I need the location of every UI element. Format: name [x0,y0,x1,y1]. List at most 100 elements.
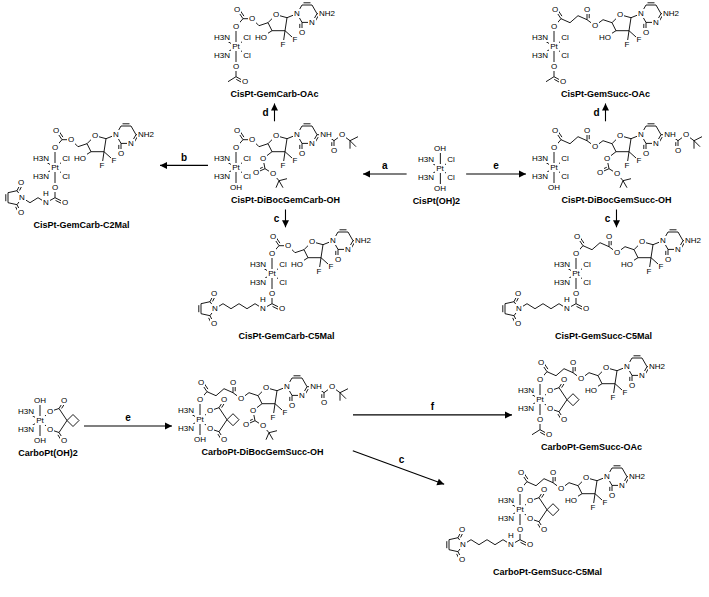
bond-line [302,378,307,387]
atom-label: O [328,382,336,391]
atom-label: F [624,40,631,49]
atom-label: Cl [242,172,252,181]
atom-label: Pt [515,505,525,514]
atom-label: HO [73,154,87,163]
bond-line [570,16,578,23]
bond-line [505,304,506,314]
atom-label: O [248,135,256,144]
bond-line [646,5,656,6]
compound: OOOOH3NClPtH3NClOHOOOOFFNNONHOOCisPt-DiB… [529,124,704,206]
bond-line [633,356,640,357]
bond-line [629,18,631,31]
atom-label: O [334,255,342,264]
atom-label: O [546,386,554,395]
bond-line [231,304,239,309]
bond-line [293,376,300,377]
atom-label: Cl [61,172,71,181]
atom-label: H3N [32,154,50,163]
atom-label: O [549,468,557,477]
bond-line [651,245,653,258]
atom-label: O [229,378,237,387]
reaction-arrow [160,162,208,169]
bond-line [693,141,694,149]
atom-label: H3N [249,260,267,269]
atom-label: F [646,267,653,276]
reaction-arrow [602,103,609,121]
compound: OOOH3NClPtH3NClOHOOOOFFNNONHOOCisPt-DiBo… [211,124,360,206]
bond-line [539,498,547,510]
bond-line [647,3,654,4]
bond-line [656,5,661,14]
atom-label: N [18,193,26,202]
bond-line [583,246,592,250]
atom-label: O [233,5,241,14]
bond-line [612,468,622,469]
bond-line [249,393,258,396]
atom-label: O [517,468,525,477]
atom-label: O [569,358,577,367]
atom-label: Pt [231,163,241,172]
bond-line [258,396,262,404]
atom-label: O [197,378,205,387]
bond-line [495,540,503,545]
atom-label: O [232,62,240,71]
bond-line [295,250,304,253]
bond-line [642,358,647,367]
atom-label: O [550,143,558,152]
atom-label: O [269,169,277,178]
atom-label: OH [433,144,447,153]
bond-line [616,151,629,152]
bond-line [131,126,136,135]
arrow-head [271,103,278,110]
atom-label: O [540,485,548,494]
bond-line [285,18,287,31]
bond-line [207,392,216,396]
bond-line [668,232,678,233]
atom-label: O [220,435,228,444]
atom-label: F [270,413,277,422]
atom-label: O [233,126,241,135]
atom-label: N [459,540,467,549]
step-letter: c [398,454,406,465]
atom-label: N [344,245,352,254]
compound: OOOOH3NPtH3NOOOOOOOHOFFNNONH2CarboPt-Gem… [515,356,668,453]
compound-name: CarboPt-DiBocGemSucc-OH [175,447,350,458]
atom-label: H3N [497,514,515,523]
bond-line [292,378,302,379]
atom-label: N [112,130,120,139]
atom-label: N [293,130,301,139]
compound: OHH3NClPtH3NClOHCisPt(OH)2 [410,142,464,207]
compound-name: CarboPt(OH)2 [15,448,81,459]
step-letter: a [381,160,389,171]
arrow-head [160,162,167,169]
atom-label: Cl [560,172,570,181]
atom-label: O [613,169,621,178]
atom-label: Pt [535,395,545,404]
atom-label: O [638,237,646,246]
atom-label: O [628,381,636,390]
reaction-arrow [353,451,444,486]
compound-name: CisPt-DiBocGemSucc-OH [529,195,704,206]
atom-label: NH2 [628,472,646,481]
atom-label: O [17,178,25,187]
atom-label: Pt [35,416,45,425]
atom-label: O [249,406,257,415]
atom-label: O [52,126,60,135]
bond-line [567,400,573,406]
bond-line [201,304,202,314]
reaction-arrow [84,422,172,429]
atom-label: H3N [517,404,535,413]
atom-label: Cl [582,278,592,287]
compound: OOOH3NClPtH3NClOOHNNOOOHOFFNNONH2CisPt-G… [6,124,157,231]
atom-label: O [259,421,267,430]
atom-label: H3N [531,172,549,181]
atom-label: O [572,289,580,298]
atom-label: O [252,168,260,177]
bond-line [67,414,73,420]
atom-label: Cl [560,51,570,60]
bond-line [266,433,269,440]
step-letter: e [492,160,500,171]
atom-label: H [507,531,515,540]
atom-label: O [557,484,565,493]
atom-label: O [546,404,554,413]
